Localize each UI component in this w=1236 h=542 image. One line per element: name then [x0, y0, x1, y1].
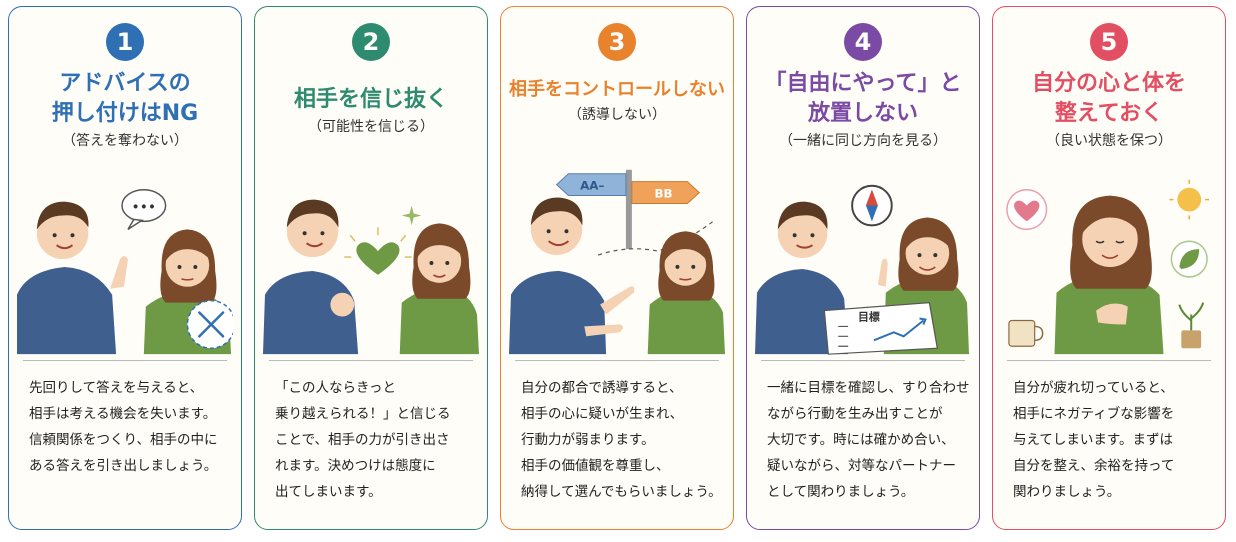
woman-figure [399, 223, 479, 355]
signpost-icon: AA– BB [555, 169, 700, 250]
card-title-area: 相手をコントロールしない （誘導しない） [501, 77, 733, 125]
body-line: 相手の価値観を尊重し、 [521, 458, 670, 474]
body-line: 「この人ならきっと [275, 380, 396, 396]
card-title-line: 放置しない [807, 101, 918, 126]
card-number-badge: 3 [598, 23, 636, 61]
heart-icon [1006, 188, 1048, 231]
body-line: 一緒に目標を確認し、すり合わせ [767, 380, 970, 396]
body-line: 相手の心に疑いが生まれ、 [521, 406, 684, 422]
body-line: ある答えを引き出しましょう。 [29, 458, 218, 474]
cross-mark-icon [186, 299, 233, 349]
body-line: 与えてしまいます。まずは [1013, 432, 1173, 448]
card-title-line: 自分の心と体を [1031, 71, 1186, 96]
card-4: 4 「自由にやって」と 放置しない （一緒に同じ方向を見る） [746, 6, 980, 530]
card-1: 1 アドバイスの 押し付けはNG （答えを奪わない） [8, 6, 242, 530]
body-line: 先回りして答えを与えると、 [29, 380, 204, 396]
card-subtitle: （誘導しない） [568, 107, 666, 123]
body-line: ながら行動を生み出すことが [767, 406, 943, 422]
card-illustration [263, 175, 479, 355]
card-number-badge: 2 [352, 23, 390, 61]
card-title-area: 相手を信じ抜く （可能性を信じる） [255, 85, 487, 137]
body-line: として関わりましょう。 [767, 484, 915, 500]
card-title-line: 「自由にやって」と [764, 71, 962, 96]
paper-label: 目標 [858, 309, 880, 323]
card-title-area: 「自由にやって」と 放置しない （一緒に同じ方向を見る） [747, 69, 979, 151]
card-title-line: 相手をコントロールしない [509, 79, 725, 100]
man-figure [263, 199, 359, 355]
compass-icon [851, 184, 893, 227]
card-body: 自分が疲れ切っていると、 相手にネガティブな影響を 与えてしまいます。まずは 自… [1013, 375, 1213, 505]
body-line: 行動力が弱まります。 [521, 432, 655, 448]
card-illustration: AA– BB [509, 155, 725, 355]
card-title-line: 整えておく [1054, 101, 1164, 126]
card-body: 自分の都合で誘導すると、 相手の心に疑いが生まれ、 行動力が弱まります。 相手の… [521, 375, 722, 505]
card-divider [515, 360, 719, 361]
leaf-icon [1170, 240, 1208, 278]
woman-figure [1054, 195, 1164, 355]
card-title-area: 自分の心と体を 整えておく （良い状態を保つ） [993, 69, 1225, 151]
card-3: 3 相手をコントロールしない （誘導しない） AA– BB [500, 6, 734, 530]
bubble-dots: ••• [132, 199, 157, 215]
card-divider [269, 360, 473, 361]
chart-paper-icon: 目標 [823, 302, 939, 355]
body-line: 信頼関係をつくり、相手の中に [29, 432, 218, 448]
card-title-area: アドバイスの 押し付けはNG （答えを奪わない） [9, 69, 241, 151]
man-figure [17, 201, 128, 355]
speech-bubble-icon: ••• [121, 188, 167, 230]
body-line: 乗り越えられる！」と信じる [275, 406, 451, 422]
card-title-line: 押し付けはNG [51, 101, 199, 126]
sign-left-label: AA– [580, 179, 604, 193]
body-line: ことで、相手の力が引き出さ [275, 432, 450, 448]
card-title-line: 相手を信じ抜く [293, 87, 448, 112]
card-5: 5 自分の心と体を 整えておく （良い状態を保つ） [992, 6, 1226, 530]
body-line: 納得して選んでもらいましょう。 [521, 484, 722, 500]
body-line: 相手は考える機会を失います。 [29, 406, 217, 422]
card-divider [23, 360, 227, 361]
heart-icon [344, 227, 412, 275]
body-line: れます。決めつけは態度に [275, 458, 436, 474]
body-line: 出てしまいます。 [275, 484, 382, 500]
body-line: 自分の都合で誘導すると、 [521, 380, 683, 396]
card-divider [1007, 360, 1211, 361]
body-line: 自分が疲れ切っていると、 [1013, 380, 1174, 396]
card-body: 一緒に目標を確認し、すり合わせ ながら行動を生み出すことが 大切です。時には確か… [767, 375, 970, 505]
card-body: 先回りして答えを与えると、 相手は考える機会を失います。 信頼関係をつくり、相手… [29, 375, 229, 479]
man-figure [755, 201, 849, 355]
card-subtitle: （良い状態を保つ） [1046, 133, 1172, 149]
body-line: 大切です。時には確かめ合い、 [767, 432, 955, 448]
card-illustration: 目標 [755, 175, 971, 355]
card-subtitle: （一緒に同じ方向を見る） [779, 133, 947, 149]
card-divider [761, 360, 965, 361]
card-title-line: アドバイスの [59, 71, 191, 96]
body-line: 自分を整え、余裕を持って [1013, 458, 1175, 474]
card-number-badge: 5 [1090, 23, 1128, 61]
card-illustration [1001, 175, 1217, 355]
card-subtitle: （答えを奪わない） [62, 133, 188, 149]
sparkle-icon [401, 205, 422, 226]
woman-figure [647, 231, 725, 355]
mug-icon [1008, 319, 1044, 347]
card-number-badge: 4 [844, 23, 882, 61]
body-line: 疑いながら、対等なパートナー [767, 458, 956, 474]
body-line: 相手にネガティブな影響を [1013, 406, 1175, 422]
man-figure [509, 197, 635, 355]
plant-icon [1178, 302, 1205, 349]
sign-right-label: BB [655, 187, 673, 201]
body-line: 関わりましょう。 [1013, 484, 1121, 500]
card-subtitle: （可能性を信じる） [308, 119, 434, 135]
card-2: 2 相手を信じ抜く （可能性を信じる） [254, 6, 488, 530]
sun-icon [1169, 179, 1210, 220]
card-illustration: ••• [17, 175, 233, 355]
card-number-badge: 1 [106, 23, 144, 61]
card-body: 「この人ならきっと 乗り越えられる！」と信じる ことで、相手の力が引き出さ れま… [275, 375, 475, 505]
